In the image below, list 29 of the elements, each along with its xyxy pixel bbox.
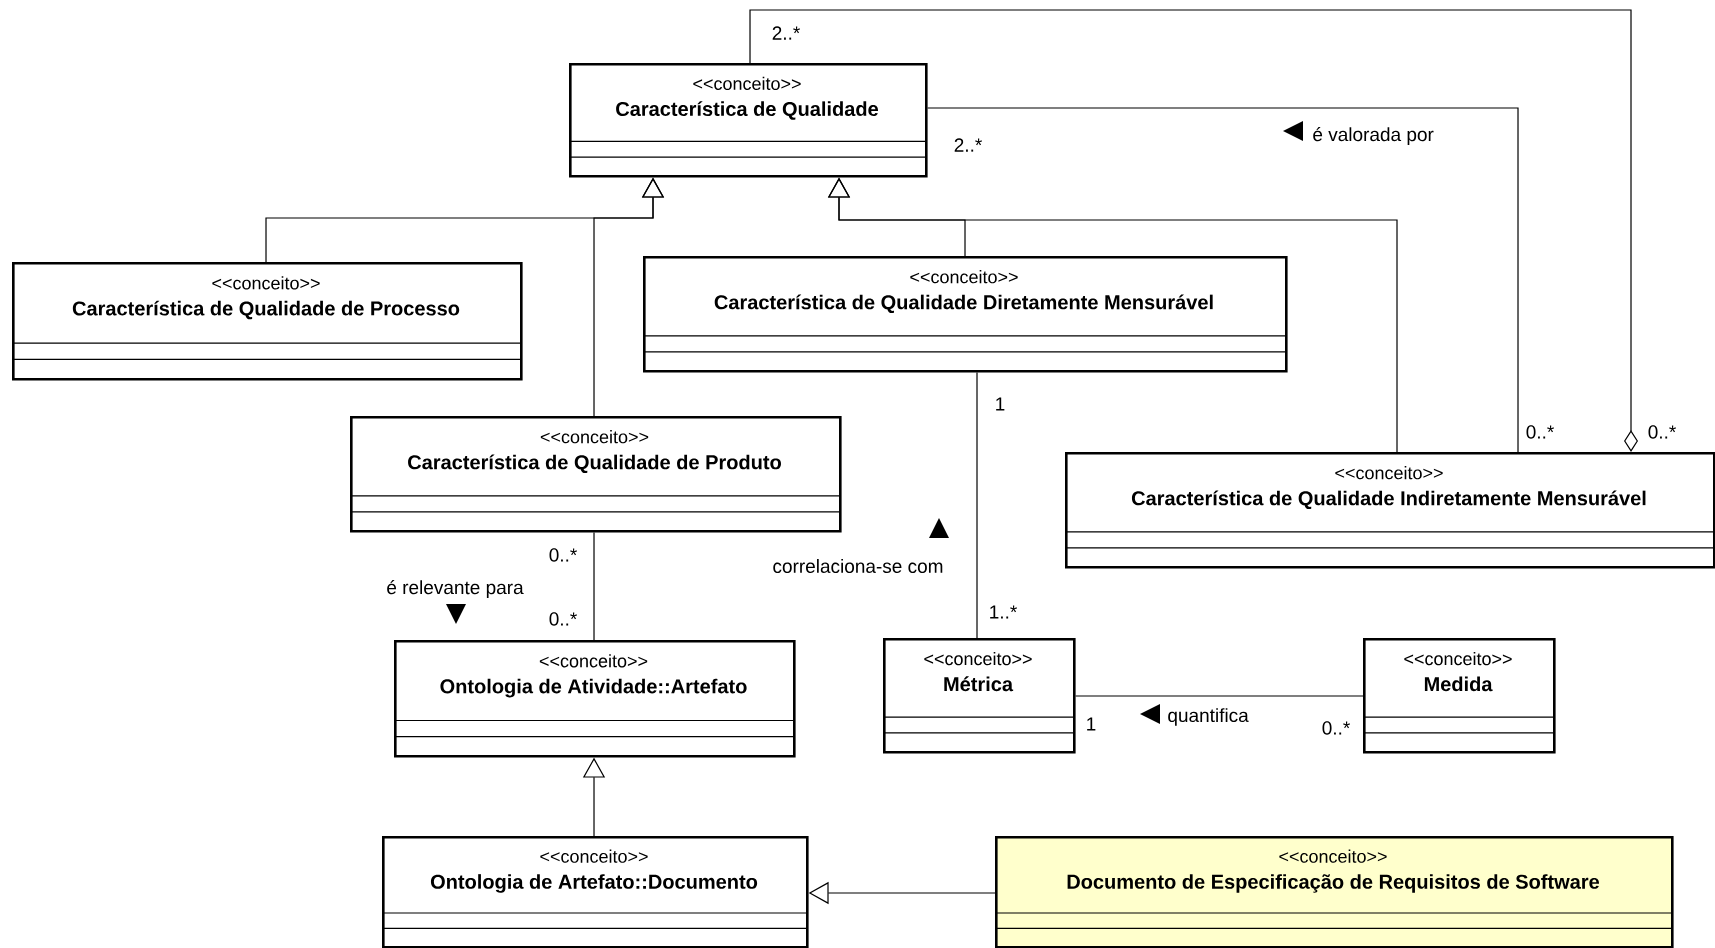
class-box: <<conceito>> Característica de Qualidade de Produto bbox=[349, 416, 842, 533]
class-box: <<conceito>> Característica de Qualidade de Processo bbox=[11, 262, 523, 381]
class-box: <<conceito>> Ontologia de Artefato::Documento bbox=[381, 836, 809, 948]
edge-label: é relevante para bbox=[384, 578, 526, 600]
edge-label: correlaciona-se com bbox=[770, 557, 946, 575]
class-box: <<conceito>> Métrica bbox=[882, 638, 1076, 754]
association-line bbox=[927, 107, 1519, 453]
association-line bbox=[976, 372, 978, 639]
multiplicity-label: 1 bbox=[992, 395, 1008, 413]
multiplicity-label: 0..* bbox=[546, 610, 580, 628]
multiplicity-label: 0..* bbox=[1645, 423, 1679, 441]
edge-label: é valorada por bbox=[1310, 125, 1436, 147]
edge-label: quantifica bbox=[1165, 706, 1251, 728]
aggregation-line bbox=[749, 9, 1638, 452]
multiplicity-label: 0..* bbox=[1319, 719, 1353, 737]
class-box: <<conceito>> Característica de Qualidade Indiretamente Mensurável bbox=[1064, 452, 1715, 569]
class-box: <<conceito>> Característica de Qualidade bbox=[568, 63, 928, 178]
multiplicity-label: 2..* bbox=[769, 24, 803, 42]
association-line bbox=[593, 532, 595, 641]
class-box: <<conceito>> Característica de Qualidade Diretamente Mensurável bbox=[642, 256, 1288, 373]
association-line bbox=[1075, 695, 1364, 697]
class-box: <<conceito>> Documento de Especificação de Requisitos de Software bbox=[994, 836, 1674, 948]
multiplicity-label: 1 bbox=[1083, 715, 1099, 733]
multiplicity-label: 1..* bbox=[986, 603, 1020, 621]
class-box: <<conceito>> Medida bbox=[1362, 638, 1556, 754]
multiplicity-label: 2..* bbox=[951, 136, 985, 154]
multiplicity-label: 0..* bbox=[1523, 423, 1557, 441]
multiplicity-label: 0..* bbox=[546, 546, 580, 564]
class-box: <<conceito>> Ontologia de Atividade::Artefato bbox=[393, 640, 796, 758]
